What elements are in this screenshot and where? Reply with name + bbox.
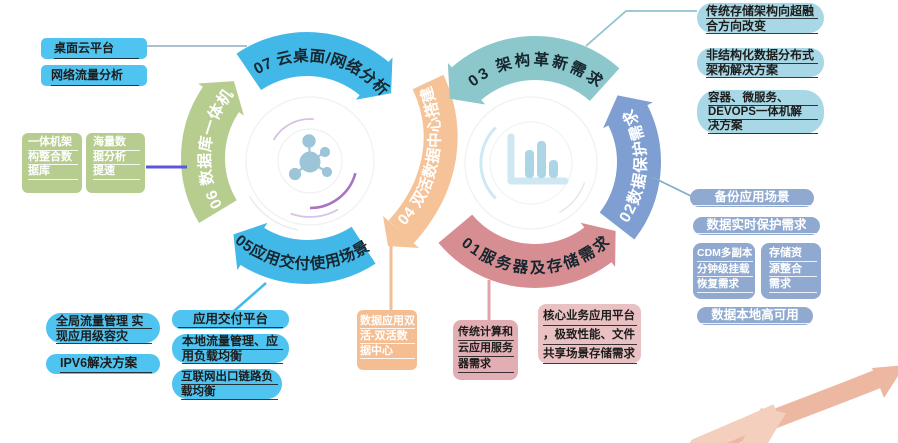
label-line: 一体机架	[28, 136, 78, 151]
label-local-traffic: 本地流量管理、应用负载均衡	[172, 334, 289, 364]
swoosh-fold	[741, 408, 786, 443]
label-line: 源整合	[769, 262, 817, 277]
label-line: 合方向改变	[706, 19, 818, 34]
label-line: CDM多副本	[697, 246, 753, 262]
label-line: 分钟级挂载	[697, 262, 753, 277]
label-line: 数据应用双	[360, 315, 415, 329]
label-line: 本地流量管理、应	[182, 334, 283, 350]
label-line: 网络流量分析	[51, 66, 139, 86]
label-line: 传统存储架构向超融	[706, 4, 818, 19]
connector-lines	[146, 10, 697, 321]
arc-01-server-storage: 01服务器及存储需求	[438, 214, 616, 288]
connector-backup	[651, 176, 692, 197]
label-line: 云应用服务	[458, 341, 514, 357]
label-container-devops: 容器、微服务、DEVOPS一体机解决方案	[697, 90, 824, 134]
label-network-traffic: 网络流量分析	[41, 65, 147, 86]
arc-05-arrowhead-icon	[233, 222, 268, 271]
label-line: 恢复需求	[697, 277, 753, 293]
label-line: 载均衡	[181, 385, 278, 400]
label-line: 核心业务应用平台	[543, 307, 637, 326]
arc-07-cloud-desktop-network: 07 云桌面/网络分析	[236, 32, 393, 100]
connector-app-delivery	[232, 282, 267, 313]
arc-06-database-appliance: 06 数据库一体机	[181, 81, 244, 223]
label-desktop-cloud: 桌面云平台	[41, 38, 147, 59]
arc-03-arrowhead-icon	[447, 62, 486, 105]
label-core-business: 核心业务应用平台，极致性能、文件共享场景存储需求	[538, 304, 641, 364]
arc-06-band	[181, 85, 241, 223]
right-center-rings	[464, 96, 598, 230]
label-app-delivery: 应用交付平台	[172, 310, 289, 329]
label-line: 现应用级容灾	[56, 329, 152, 344]
label-line: 架构解决方案	[706, 63, 818, 78]
label-line: 据库	[28, 165, 78, 180]
connector-architecture	[585, 10, 697, 47]
label-ipv6: IPV6解决方案	[46, 354, 160, 374]
label-backup-scenario: 备份应用场景	[690, 189, 814, 207]
label-line: 容器、微服务、	[708, 92, 818, 106]
label-unstructured: 非结构化数据分布式架构解决方案	[697, 48, 824, 78]
label-local-ha: 数据本地高可用	[697, 307, 813, 325]
arc-05-band	[239, 226, 376, 284]
label-line	[28, 180, 78, 194]
label-massive-data: 海量数据分析提速	[86, 133, 145, 194]
arc-02-band	[599, 103, 661, 240]
arc-01-band	[438, 214, 613, 288]
label-global-traffic: 全局流量管理 实现应用级容灾	[46, 313, 160, 344]
label-cdm-copies: CDM多副本分钟级挂载恢复需求	[693, 243, 755, 299]
arc-04-band	[388, 74, 458, 244]
arc-01-arrowhead-icon	[580, 222, 616, 267]
arc-02-arrowhead-icon	[603, 95, 653, 129]
swoosh-arrowhead-icon	[872, 365, 898, 398]
label-line: 桌面云平台	[54, 39, 139, 59]
label-appliance-db: 一体机架构整合数据库	[22, 133, 82, 194]
label-line: DEVOPS一体机解	[708, 106, 818, 120]
label-line: 数据本地高可用	[701, 308, 809, 324]
bar-chart-icon	[507, 133, 569, 185]
label-line: 用负载均衡	[182, 349, 283, 364]
label-line: 全局流量管理 实	[56, 314, 152, 329]
label-line: 传统计算和	[458, 325, 514, 341]
label-line: 非结构化数据分布式	[706, 48, 818, 64]
label-line: 提速	[93, 165, 140, 180]
swoosh-arrow-icon	[688, 365, 898, 443]
label-traditional-compute: 传统计算和云应用服务器需求	[453, 320, 518, 380]
label-line: 活-双活数	[360, 329, 415, 344]
arc-07-band	[236, 32, 390, 97]
label-line: 共享场景存储需求	[543, 345, 637, 364]
arc-06-arrowhead-icon	[198, 81, 244, 116]
label-line: 应用交付平台	[178, 311, 283, 328]
label-line: 数据实时保护需求	[697, 218, 816, 234]
arc-04-dual-active-dc: 04 双活数据中心搭建	[383, 74, 458, 248]
label-storage-consolidation: 存储资源整合需求	[761, 243, 821, 299]
left-center-rings	[245, 96, 375, 231]
label-line: 需求	[769, 277, 817, 293]
label-dual-active-dc: 数据应用双活-双活数据中心	[357, 310, 417, 370]
label-line: 存储资	[769, 246, 817, 262]
label-line: 据中心	[360, 344, 415, 359]
label-line: ，极致性能、文件	[543, 326, 637, 345]
arc-07-arrowhead-icon	[355, 57, 393, 100]
label-line: 据分析	[93, 151, 140, 165]
label-line: 器需求	[458, 357, 514, 373]
label-line	[93, 180, 140, 194]
label-storage-hci: 传统存储架构向超融合方向改变	[697, 3, 824, 34]
arc-02-data-protection: 02数据保护需求	[599, 95, 661, 240]
label-line: 海量数	[93, 136, 140, 151]
arc-03-architecture-innovation: 03 架构革新需求	[447, 35, 620, 105]
molecule-network-icon	[288, 134, 333, 181]
label-internet-link: 互联网出口链路负载均衡	[172, 369, 282, 400]
label-line: 互联网出口链路负	[181, 370, 278, 385]
label-line: 备份应用场景	[694, 190, 810, 206]
arc-05-app-delivery: 05应用交付使用场景	[232, 222, 376, 284]
label-line: IPV6解决方案	[60, 355, 152, 373]
label-realtime-protection: 数据实时保护需求	[693, 217, 820, 235]
arc-04-arrowhead-icon	[383, 216, 419, 248]
arc-03-band	[450, 35, 620, 102]
label-line: 构整合数	[28, 151, 78, 165]
label-line: 决方案	[708, 120, 818, 134]
